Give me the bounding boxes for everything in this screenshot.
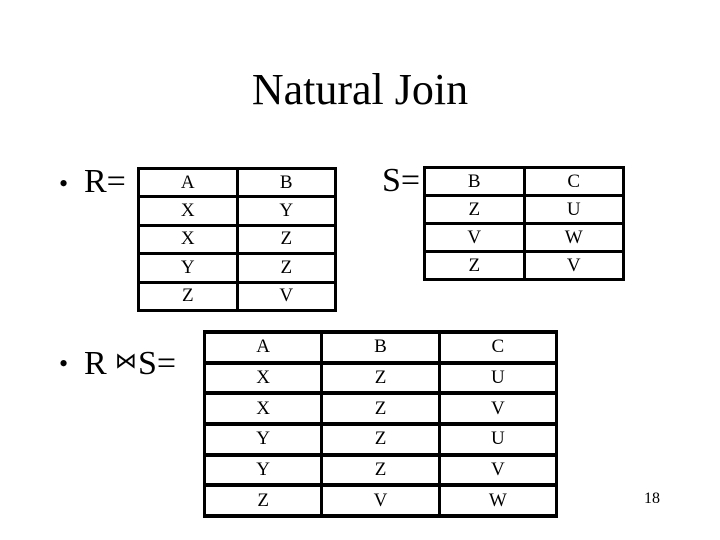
table-header-cell: B: [235, 166, 337, 199]
table-cell: Y: [235, 195, 337, 227]
table-cell: U: [522, 194, 625, 225]
table-cell: Z: [235, 223, 337, 256]
bullet-icon: •: [59, 349, 69, 378]
table-header-cell: C: [437, 330, 559, 365]
bowtie-join-icon: ⋈: [115, 349, 137, 374]
join-s-label: S=: [138, 345, 177, 382]
table-cell: X: [202, 360, 324, 396]
table-cell: V: [320, 483, 441, 518]
table-header-cell: B: [423, 166, 526, 197]
table-cell: X: [137, 223, 239, 256]
table-cell: Z: [423, 250, 526, 281]
table-cell: Z: [320, 452, 441, 488]
table-cell: W: [522, 222, 625, 253]
table-header-cell: C: [522, 166, 625, 197]
table-cell: V: [423, 222, 526, 253]
table-cell: Y: [202, 421, 324, 457]
page-number: 18: [644, 490, 660, 507]
table-cell: V: [437, 391, 559, 426]
table-cell: Z: [320, 421, 441, 457]
table-header-cell: A: [137, 166, 239, 199]
slide-title: Natural Join: [251, 65, 469, 114]
table-cell: Z: [235, 252, 337, 284]
table-cell: V: [235, 280, 337, 313]
table-header-cell: A: [202, 330, 324, 365]
relation-s-label: S=: [382, 162, 421, 199]
table-cell: X: [202, 391, 324, 426]
table-cell: V: [522, 250, 625, 281]
table-cell: Z: [423, 194, 526, 225]
table-cell: Z: [202, 483, 324, 518]
table-cell: W: [437, 483, 559, 518]
table-cell: U: [437, 360, 559, 396]
join-r-label: R: [84, 345, 107, 382]
table-cell: V: [437, 452, 559, 488]
table-cell: Y: [137, 252, 239, 284]
table-cell: U: [437, 421, 559, 457]
table-cell: Z: [320, 360, 441, 396]
table-cell: Y: [202, 452, 324, 488]
table-cell: X: [137, 195, 239, 227]
table-cell: Z: [137, 280, 239, 313]
table-header-cell: B: [320, 330, 441, 365]
bullet-icon: •: [59, 169, 69, 198]
relation-r-label: R=: [84, 163, 126, 200]
table-cell: Z: [320, 391, 441, 426]
